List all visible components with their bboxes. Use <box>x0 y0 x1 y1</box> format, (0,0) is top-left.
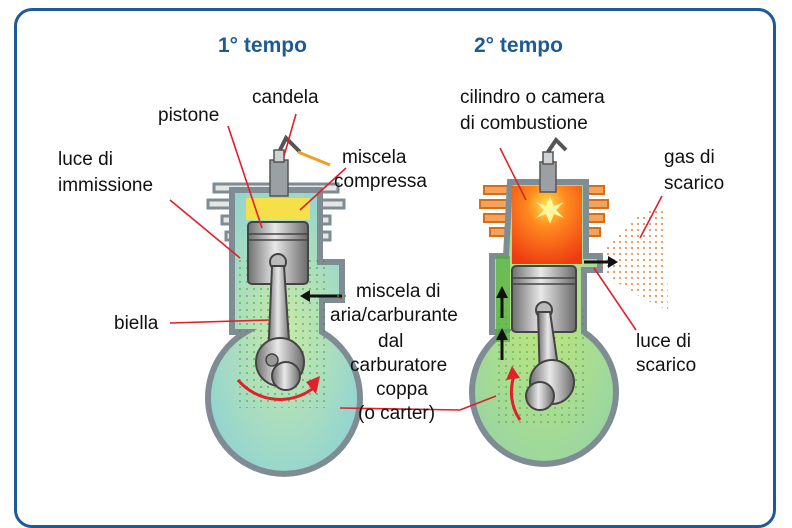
label-luce-scarico-1: luce di <box>636 330 691 353</box>
label-gas-scarico-2: scarico <box>664 172 724 195</box>
label-coppa-1: coppa <box>376 378 428 401</box>
label-luce-immissione-1: luce di <box>58 148 113 171</box>
label-coppa-2: (o carter) <box>358 402 435 425</box>
label-miscela-compressa-1: miscela <box>342 146 406 169</box>
label-biella: biella <box>114 312 158 335</box>
label-miscela-aria-3: dal <box>378 330 403 353</box>
label-miscela-aria-4: carburatore <box>350 354 447 377</box>
label-miscela-aria-2: aria/carburante <box>330 304 458 327</box>
engine-diagram <box>0 0 792 514</box>
label-gas-scarico-1: gas di <box>664 146 715 169</box>
label-cilindro-2: di combustione <box>460 112 588 135</box>
combustion-chamber <box>512 186 582 264</box>
label-cilindro-1: cilindro o camera <box>460 86 605 109</box>
label-luce-immissione-2: immissione <box>58 174 153 197</box>
label-luce-scarico-2: scarico <box>636 354 696 377</box>
stroke2-title: 2° tempo <box>474 34 563 58</box>
stroke1-title: 1° tempo <box>218 34 307 58</box>
label-candela: candela <box>252 86 319 109</box>
label-miscela-aria-1: miscela di <box>356 280 440 303</box>
label-miscela-compressa-2: compressa <box>334 170 427 193</box>
engine-stroke2 <box>472 140 668 464</box>
label-pistone: pistone <box>158 104 219 127</box>
